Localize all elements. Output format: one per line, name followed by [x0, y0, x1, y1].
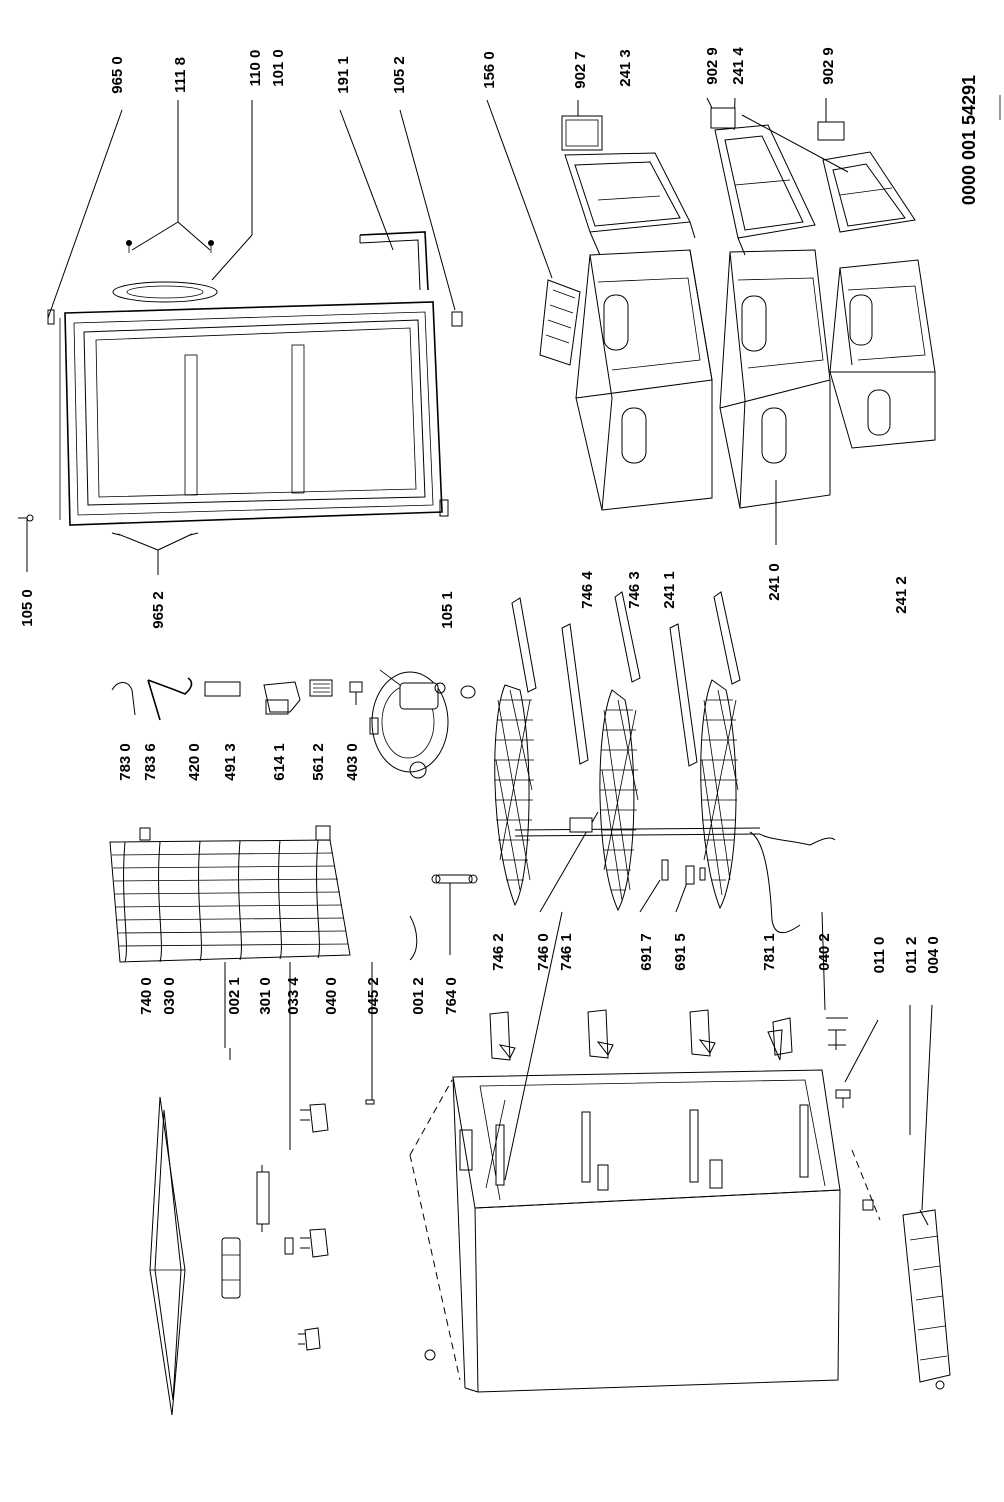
- label-105-2: 105 2: [391, 56, 408, 94]
- drawer-lid-3: [817, 121, 916, 233]
- label-241-2: 241 2: [893, 576, 910, 614]
- label-011-2: 011 2: [903, 937, 920, 974]
- label-902-7: 902 7: [572, 51, 589, 89]
- label-040-0: 040 0: [323, 977, 340, 1015]
- label-420-0: 420 0: [186, 743, 203, 781]
- drawer-lid-1: [561, 115, 696, 256]
- label-783-0: 783 0: [117, 743, 134, 781]
- label-033-4: 033 4: [285, 977, 302, 1015]
- drawer-bin-3: [829, 259, 936, 449]
- label-746-0: 746 0: [535, 933, 552, 971]
- shelves: [494, 591, 836, 934]
- components-row: [111, 669, 476, 779]
- label-902-9-b: 902 9: [820, 47, 837, 85]
- label-191-1: 191 1: [335, 56, 352, 94]
- label-403-0: 403 0: [344, 743, 361, 781]
- label-241-1: 241 1: [661, 571, 678, 609]
- cabinet-body: [409, 1069, 841, 1393]
- label-156-0: 156 0: [481, 51, 498, 89]
- drawer-bin-1: [575, 249, 713, 511]
- label-965-0: 965 0: [109, 56, 126, 94]
- label-740-0: 740 0: [138, 977, 155, 1015]
- condenser-grid: [111, 839, 349, 963]
- shelf-rack-3: [700, 679, 739, 910]
- label-002-1: 002 1: [226, 977, 243, 1015]
- shelf-bars: [511, 591, 741, 767]
- label-561-2: 561 2: [310, 743, 327, 781]
- label-764-0: 764 0: [443, 977, 460, 1015]
- label-301-0: 301 0: [257, 977, 274, 1015]
- label-746-1: 746 1: [558, 933, 575, 971]
- drawer-bin-2: [719, 249, 831, 509]
- small-parts: [221, 1099, 375, 1351]
- label-030-0: 030 0: [161, 977, 178, 1015]
- ice-tray: [539, 279, 581, 366]
- part-labels: 965 0 111 8 110 0 101 0 191 1 105 2 156 …: [19, 47, 979, 1015]
- label-241-0: 241 0: [766, 563, 783, 601]
- door-assembly: [18, 231, 463, 536]
- label-101-0: 101 0: [270, 49, 287, 87]
- label-614-1: 614 1: [271, 743, 288, 781]
- shelf-rack-1: [494, 684, 534, 907]
- label-241-4: 241 4: [730, 47, 747, 85]
- label-746-3: 746 3: [626, 571, 643, 609]
- label-105-1: 105 1: [439, 591, 456, 629]
- top-cover: [149, 1096, 186, 1416]
- drawer-lid-2: [710, 107, 816, 256]
- shelf-rack-2: [599, 689, 639, 912]
- label-001-2: 001 2: [410, 977, 427, 1015]
- label-040-2: 040 2: [816, 933, 833, 971]
- label-902-9-a: 902 9: [704, 47, 721, 85]
- label-783-6: 783 6: [142, 743, 159, 781]
- label-105-0: 105 0: [19, 589, 36, 627]
- label-491-3: 491 3: [222, 743, 239, 781]
- document-code: 0000 001 54291: [959, 75, 979, 205]
- label-691-7: 691 7: [638, 933, 655, 971]
- label-110-0: 110 0: [247, 50, 264, 87]
- door-bins: [489, 1009, 951, 1390]
- leader-lines: [26, 97, 933, 1211]
- label-011-0: 011 0: [871, 937, 888, 974]
- label-746-4: 746 4: [579, 571, 596, 609]
- label-781-1: 781 1: [761, 933, 778, 971]
- label-111-8: 111 8: [172, 57, 189, 93]
- label-004-0: 004 0: [925, 936, 942, 974]
- condenser-coil: [109, 825, 418, 963]
- label-691-5: 691 5: [672, 933, 689, 971]
- part-764-0: [431, 874, 478, 884]
- label-045-2: 045 2: [365, 977, 382, 1015]
- label-746-2: 746 2: [490, 933, 507, 971]
- label-965-2: 965 2: [150, 591, 167, 629]
- drawer-group: [561, 107, 936, 511]
- label-241-3: 241 3: [617, 49, 634, 87]
